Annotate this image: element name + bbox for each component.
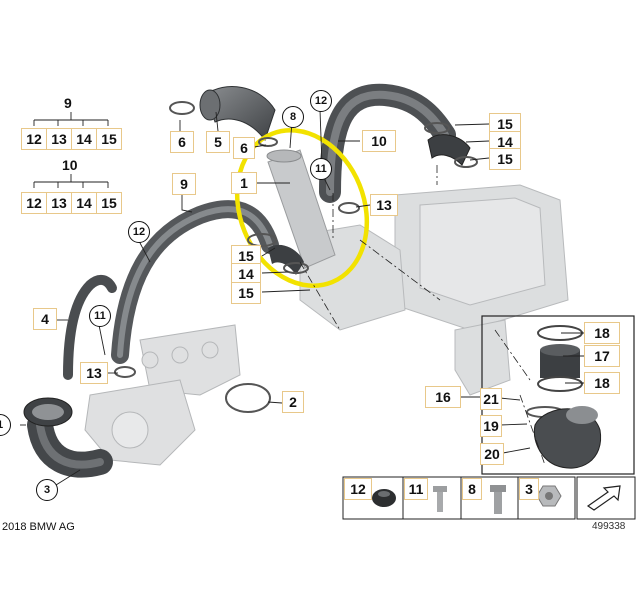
intake-part-1 <box>23 397 73 427</box>
callout-16[interactable]: 16 <box>425 386 461 408</box>
callout-9[interactable]: 9 <box>172 173 196 195</box>
callout-20[interactable]: 20 <box>480 443 504 465</box>
strip-label-3[interactable]: 3 <box>519 478 539 500</box>
callout-6-left[interactable]: 6 <box>170 131 194 153</box>
intercooler-ghost <box>299 184 569 396</box>
leader-lines <box>20 109 584 486</box>
legend-10-child-15: 15 <box>96 192 122 214</box>
detail-inset-parts <box>526 325 602 469</box>
callout-4[interactable]: 4 <box>33 308 57 330</box>
legend-10-child-14: 14 <box>71 192 97 214</box>
callout-11-top[interactable]: 11 <box>310 158 332 180</box>
callout-14-mid[interactable]: 14 <box>231 263 261 285</box>
callout-6-right[interactable]: 6 <box>233 137 255 159</box>
callout-15-right-bottom[interactable]: 15 <box>489 148 521 170</box>
strip-label-8[interactable]: 8 <box>462 478 482 500</box>
callout-10[interactable]: 10 <box>362 130 396 152</box>
small-clamps <box>114 101 360 413</box>
pipe-part-7 <box>266 149 336 269</box>
strip-label-12[interactable]: 12 <box>344 478 372 500</box>
callout-17[interactable]: 17 <box>584 345 620 367</box>
elbow-part-5 <box>199 86 276 142</box>
callout-5[interactable]: 5 <box>206 131 230 153</box>
legend-9-child-14: 14 <box>71 128 97 150</box>
callout-7-highlighted[interactable]: 1 <box>231 172 257 194</box>
callout-19[interactable]: 19 <box>480 415 502 437</box>
clamps-right <box>424 122 478 168</box>
turbo-manifold-ghost <box>84 324 241 466</box>
copyright-text: 2018 BMW AG <box>2 521 75 533</box>
highlight-ring <box>234 128 370 288</box>
callout-3[interactable]: 3 <box>36 479 58 501</box>
callout-8[interactable]: 8 <box>282 106 304 128</box>
callout-14-right[interactable]: 14 <box>489 131 521 153</box>
callout-18-bottom[interactable]: 18 <box>584 372 620 394</box>
callout-11-left[interactable]: 11 <box>89 305 111 327</box>
callout-18-top[interactable]: 18 <box>584 322 620 344</box>
legend-10-child-12: 12 <box>21 192 47 214</box>
callout-13-left[interactable]: 13 <box>80 362 108 384</box>
callout-21[interactable]: 21 <box>480 388 502 410</box>
legend-9-child-12: 12 <box>21 128 47 150</box>
parts-strip-icons <box>372 485 621 514</box>
legend-10-child-13: 13 <box>46 192 72 214</box>
callout-13-right[interactable]: 13 <box>370 194 398 216</box>
diagram-number: 499338 <box>592 521 626 532</box>
guide-lines <box>299 165 546 466</box>
legend-9-child-13: 13 <box>46 128 72 150</box>
legend-9-parent: 9 <box>64 95 72 111</box>
clamps-left <box>247 233 309 275</box>
callout-15-mid-bottom[interactable]: 15 <box>231 282 261 304</box>
legend-10-parent: 10 <box>62 157 78 173</box>
callout-12-left[interactable]: 12 <box>128 221 150 243</box>
hoses <box>27 83 456 478</box>
strip-label-11[interactable]: 11 <box>404 478 428 500</box>
legend-9-child-15: 15 <box>96 128 122 150</box>
callout-2[interactable]: 2 <box>282 391 304 413</box>
callout-12-top[interactable]: 12 <box>310 90 332 112</box>
